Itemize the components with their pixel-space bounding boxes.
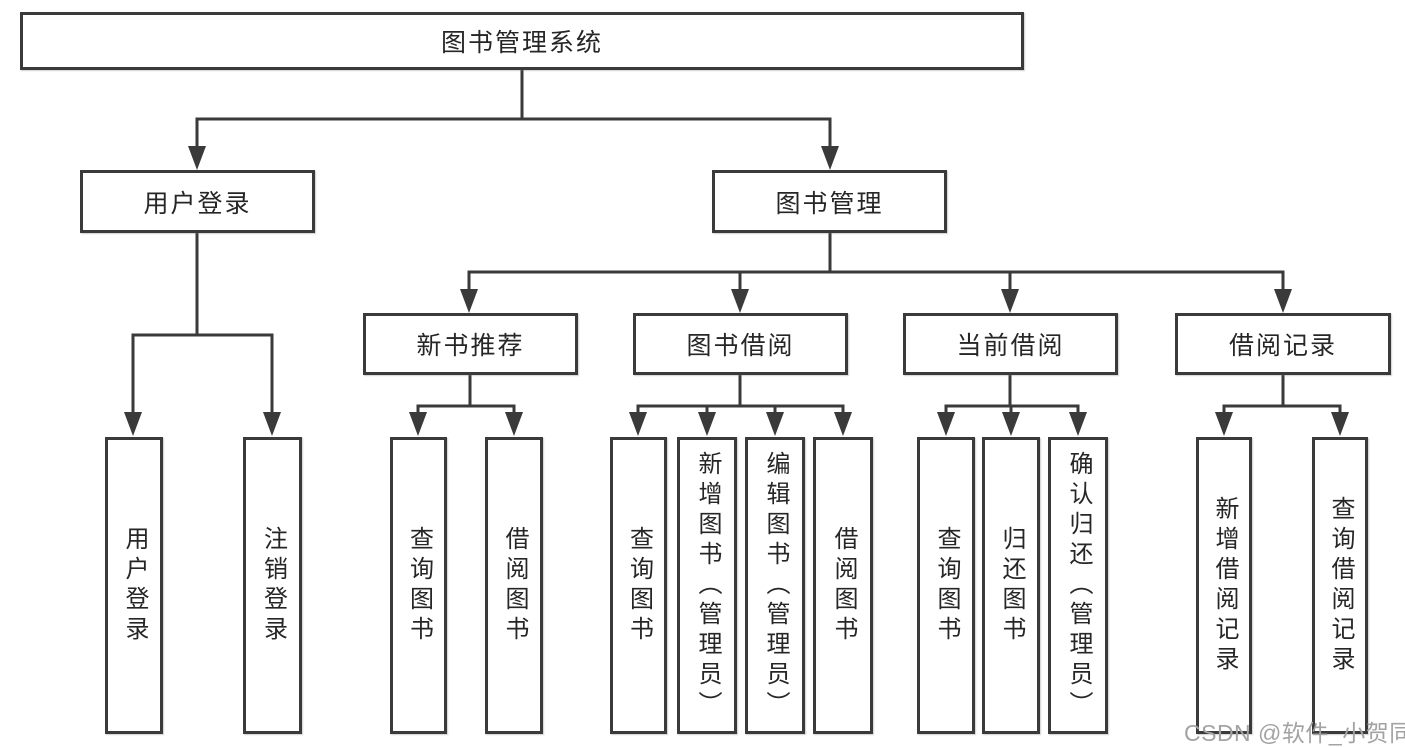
arrow-head (1215, 412, 1233, 436)
node-label: 图书管理系统 (440, 29, 603, 57)
arrow-head (460, 289, 478, 313)
node-label: 当前借阅 (956, 332, 1065, 360)
node-new-book-recommend: 新书推荐 (363, 313, 578, 375)
node-label: 图书管理 (775, 189, 884, 218)
arrow-head (821, 146, 839, 170)
node-label: 查询图书 (933, 525, 960, 646)
node-label: 用户登录 (121, 525, 148, 646)
arrow-head (731, 289, 749, 313)
node-label: 查询图书 (625, 525, 653, 646)
csdn-watermark: CSDN @软件_小贺同学 (1184, 720, 1405, 746)
arrow-head (766, 412, 784, 436)
node-label: 新增借阅记录 (1211, 495, 1238, 676)
arrow-head (698, 412, 716, 436)
node-label: 新增图书（管理员） (694, 450, 721, 721)
node-book-management: 图书管理 (712, 170, 947, 233)
node-root: 图书管理系统 (20, 12, 1024, 70)
arrow-head (1002, 412, 1020, 436)
arrow-head (937, 412, 955, 436)
node-book-borrow: 图书借阅 (633, 313, 848, 375)
arrow-head (834, 412, 852, 436)
node-label: 图书借阅 (686, 332, 795, 360)
arrow-head (1274, 289, 1292, 313)
leaf-user-login: 用户登录 (105, 437, 163, 734)
leaf-newrec-query-books: 查询图书 (390, 437, 447, 734)
connector-lines (131, 70, 1342, 417)
node-label: 查询借阅记录 (1327, 495, 1354, 676)
arrow-head (188, 146, 206, 170)
node-label: 注销登录 (259, 525, 287, 646)
node-label: 借阅记录 (1228, 332, 1337, 360)
arrow-head (1001, 289, 1019, 313)
leaf-current-query-books: 查询图书 (917, 437, 975, 734)
leaf-logout: 注销登录 (243, 437, 302, 734)
leaf-add-borrow-record: 新增借阅记录 (1196, 437, 1252, 734)
arrow-head (409, 412, 427, 436)
node-borrow-records: 借阅记录 (1175, 313, 1391, 375)
node-label: 借阅图书 (830, 525, 857, 646)
node-label: 查询图书 (405, 525, 433, 646)
arrow-head (1331, 412, 1349, 436)
arrow-head (263, 412, 281, 436)
leaf-newrec-borrow-books: 借阅图书 (485, 437, 543, 734)
node-label: 新书推荐 (416, 332, 525, 360)
arrow-head (124, 412, 142, 436)
leaf-borrow-query-books: 查询图书 (610, 437, 667, 734)
node-label: 归还图书 (998, 525, 1025, 646)
node-label: 借阅图书 (501, 525, 528, 646)
arrow-head (505, 412, 523, 436)
node-label: 编辑图书（管理员） (762, 450, 789, 721)
leaf-edit-books-admin: 编辑图书（管理员） (745, 437, 805, 734)
leaf-return-books: 归还图书 (982, 437, 1040, 734)
leaf-borrow-books: 借阅图书 (813, 437, 873, 734)
arrow-heads (124, 146, 1349, 436)
leaf-query-borrow-record: 查询借阅记录 (1312, 437, 1368, 734)
node-label: 确认归还（管理员） (1065, 450, 1092, 721)
leaf-confirm-return-admin: 确认归还（管理员） (1048, 437, 1108, 734)
arrow-head (629, 412, 647, 436)
node-user-login: 用户登录 (80, 170, 315, 233)
leaf-add-books-admin: 新增图书（管理员） (677, 437, 737, 734)
arrow-head (1069, 412, 1087, 436)
node-label: 用户登录 (143, 189, 252, 218)
node-current-borrow: 当前借阅 (903, 313, 1118, 375)
